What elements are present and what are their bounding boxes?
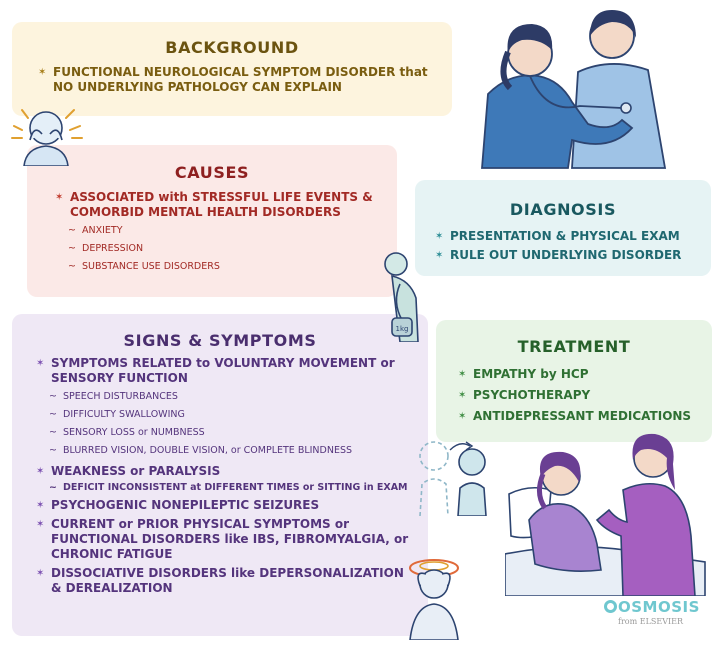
signs-subitem: SENSORY LOSS or NUMBNESS (46, 424, 418, 442)
causes-list: ASSOCIATED with STRESSFUL LIFE EVENTS & … (55, 190, 385, 276)
diagnosis-panel: DIAGNOSIS PRESENTATION & PHYSICAL EXAM R… (415, 180, 711, 276)
logo-name-text: OSMOSIS (618, 598, 700, 616)
causes-sublist: ANXIETY DEPRESSION SUBSTANCE USE DISORDE… (65, 222, 385, 276)
background-title: BACKGROUND (165, 38, 299, 57)
treatment-list: EMPATHY by HCP PSYCHOTHERAPY ANTIDEPRESS… (458, 364, 702, 427)
caregiver-with-patient-icon (505, 433, 706, 596)
signs-subitem: DEFICIT INCONSISTENT at DIFFERENT TIMES … (46, 482, 418, 494)
weight-label: 1kg (396, 325, 409, 333)
background-panel: BACKGROUND FUNCTIONAL NEUROLOGICAL SYMPT… (12, 22, 452, 116)
signs-symptoms-title: SIGNS & SYMPTOMS (123, 331, 317, 350)
background-item: FUNCTIONAL NEUROLOGICAL SYMPTOM DISORDER… (38, 65, 432, 95)
logo-sub: from ELSEVIER (618, 617, 684, 626)
signs-symptoms-panel: SIGNS & SYMPTOMS SYMPTOMS RELATED to VOL… (12, 314, 428, 636)
treatment-panel: TREATMENT EMPATHY by HCP PSYCHOTHERAPY A… (436, 320, 712, 442)
logo-ring-icon (604, 600, 617, 613)
diagnosis-item: RULE OUT UNDERLYING DISORDER (435, 246, 701, 265)
osmosis-logo: OSMOSIS from ELSEVIER (604, 598, 716, 642)
double-vision-figure-icon (419, 441, 487, 516)
signs-subitem: SPEECH DISTURBANCES (46, 388, 418, 406)
person-holding-weight-icon: 1kg (384, 252, 419, 342)
causes-item-text: ASSOCIATED with STRESSFUL LIFE EVENTS & … (55, 190, 385, 220)
causes-title: CAUSES (174, 163, 250, 182)
treatment-title: TREATMENT (517, 337, 631, 356)
diagnosis-list: PRESENTATION & PHYSICAL EXAM RULE OUT UN… (435, 227, 701, 265)
signs-item-text: SYMPTOMS RELATED to VOLUNTARY MOVEMENT o… (36, 356, 418, 386)
causes-subitem: SUBSTANCE USE DISORDERS (65, 258, 385, 276)
causes-item: ASSOCIATED with STRESSFUL LIFE EVENTS & … (55, 190, 385, 276)
signs-sublist: SPEECH DISTURBANCES DIFFICULTY SWALLOWIN… (46, 388, 418, 460)
signs-item: DISSOCIATIVE DISORDERS like DEPERSONALIZ… (36, 566, 418, 596)
background-list: FUNCTIONAL NEUROLOGICAL SYMPTOM DISORDER… (38, 65, 432, 95)
signs-symptoms-list: SYMPTOMS RELATED to VOLUNTARY MOVEMENT o… (36, 356, 418, 596)
doctor-with-stethoscope-icon (481, 10, 667, 169)
signs-sublist: DEFICIT INCONSISTENT at DIFFERENT TIMES … (46, 482, 418, 494)
signs-subitem: DIFFICULTY SWALLOWING (46, 406, 418, 424)
signs-item: CURRENT or PRIOR PHYSICAL SYMPTOMS or FU… (36, 517, 418, 562)
signs-item: PSYCHOGENIC NONEPILEPTIC SEIZURES (36, 498, 418, 513)
diagnosis-title: DIAGNOSIS (509, 200, 617, 219)
signs-item: SYMPTOMS RELATED to VOLUNTARY MOVEMENT o… (36, 356, 418, 460)
causes-subitem: DEPRESSION (65, 240, 385, 258)
dizzy-person-icon (409, 559, 459, 640)
treatment-item: PSYCHOTHERAPY (458, 385, 702, 406)
diagnosis-item: PRESENTATION & PHYSICAL EXAM (435, 227, 701, 246)
causes-subitem: ANXIETY (65, 222, 385, 240)
signs-item-text: CURRENT or PRIOR PHYSICAL SYMPTOMS or FU… (36, 517, 418, 562)
treatment-item: ANTIDEPRESSANT MEDICATIONS (458, 406, 702, 427)
treatment-item: EMPATHY by HCP (458, 364, 702, 385)
signs-item: WEAKNESS or PARALYSIS DEFICIT INCONSISTE… (36, 464, 418, 494)
distressed-person-icon (11, 109, 83, 166)
logo-name: OSMOSIS (604, 598, 716, 616)
signs-subitem: BLURRED VISION, DOUBLE VISION, or COMPLE… (46, 442, 418, 460)
signs-item-text: DISSOCIATIVE DISORDERS like DEPERSONALIZ… (36, 566, 418, 596)
causes-panel: CAUSES ASSOCIATED with STRESSFUL LIFE EV… (27, 145, 397, 297)
signs-item-text: PSYCHOGENIC NONEPILEPTIC SEIZURES (36, 498, 418, 513)
signs-item-text: WEAKNESS or PARALYSIS (36, 464, 418, 479)
